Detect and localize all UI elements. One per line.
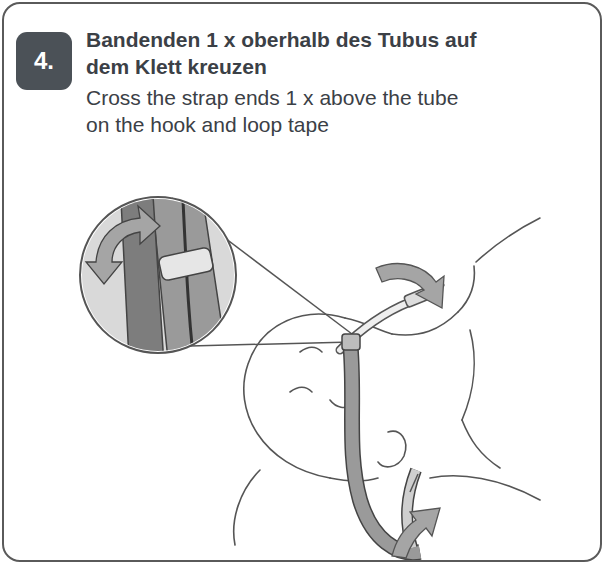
step-number-badge: 4.	[16, 32, 72, 90]
step-number: 4.	[34, 47, 54, 75]
step-translation: Cross the strap ends 1 x above the tube …	[86, 84, 486, 138]
baby-head	[234, 218, 540, 545]
step-heading: Bandenden 1 x oberhalb des Tubus auf dem…	[86, 26, 486, 80]
motion-arrow	[392, 508, 440, 558]
leader-line	[190, 342, 352, 346]
strap	[342, 334, 420, 553]
motion-arrow	[376, 264, 444, 308]
magnified-detail	[60, 180, 260, 380]
